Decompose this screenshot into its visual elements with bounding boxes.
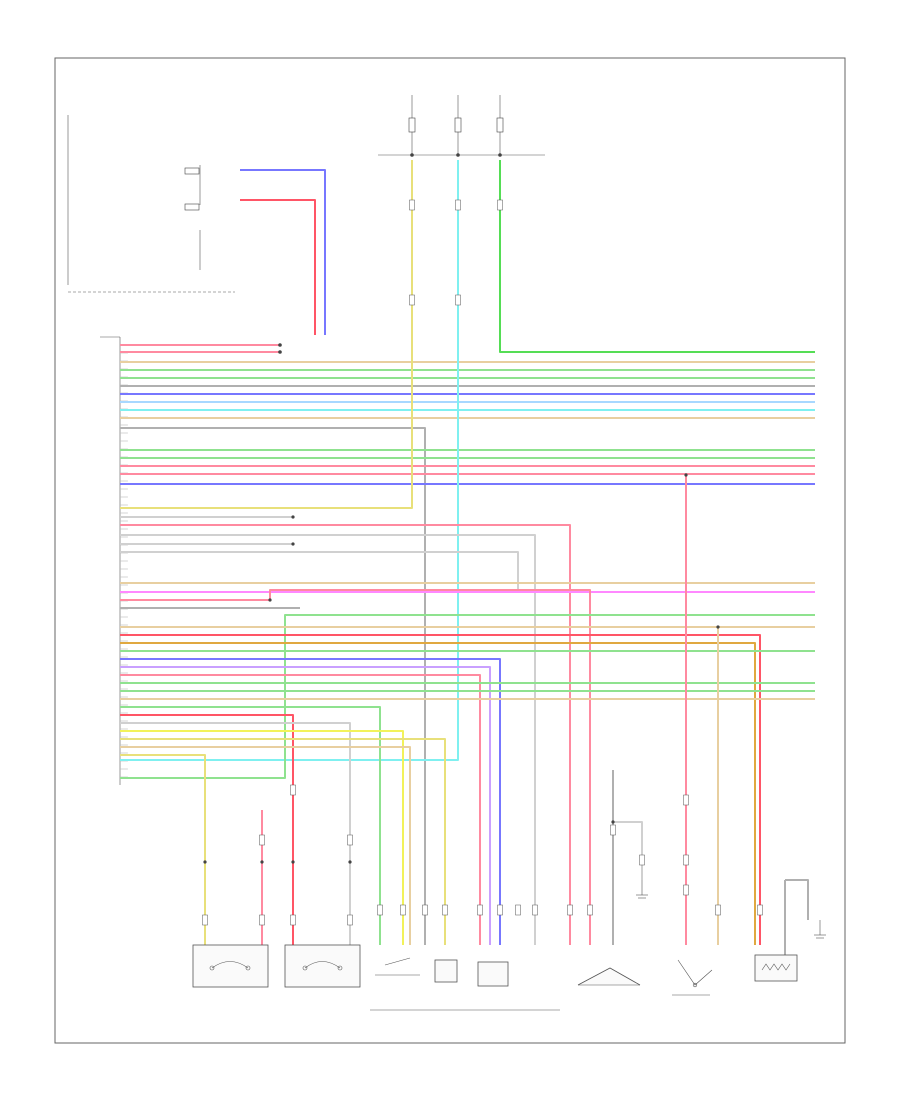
- component-module-box: [477, 961, 509, 987]
- inline-connector: [422, 904, 428, 916]
- wire-green-bright: [499, 160, 815, 353]
- inline-connector: [455, 199, 461, 211]
- inline-connector: [683, 884, 689, 896]
- ecm-connector-block: [100, 336, 128, 785]
- inline-connector: [757, 904, 763, 916]
- wire-green: [120, 706, 381, 945]
- wire-yellow: [120, 160, 413, 509]
- fuse-block: [378, 95, 545, 156]
- inline-connector: [683, 794, 689, 806]
- wire-light-gray: [120, 551, 519, 590]
- wire-orange: [120, 642, 756, 945]
- component-sensor-2: [284, 944, 361, 988]
- inline-connector: [400, 904, 406, 916]
- wire-light-gray: [613, 821, 643, 880]
- component-resistor-unit: [754, 954, 798, 982]
- diagram-frame: [54, 57, 846, 1044]
- wire-pink: [120, 589, 591, 945]
- wire-pink: [120, 674, 481, 945]
- wires: [120, 160, 815, 955]
- ground-2: [814, 920, 826, 939]
- inline-connector: [442, 904, 448, 916]
- inline-connector: [455, 294, 461, 306]
- wire-green: [120, 614, 815, 779]
- wire-violet: [120, 666, 491, 945]
- wire-yellow: [120, 738, 446, 945]
- inline-connector: [567, 904, 573, 916]
- inline-connector: [477, 904, 483, 916]
- inline-connector: [610, 824, 616, 836]
- inline-connector: [290, 784, 296, 796]
- wire-blue: [240, 169, 326, 335]
- wire-light-gray: [120, 534, 536, 945]
- fuse-3: [496, 95, 504, 155]
- wire-blue: [120, 658, 501, 945]
- inline-connector: [497, 904, 503, 916]
- inline-connector: [259, 834, 265, 846]
- wire-gray: [120, 427, 426, 945]
- inline-connector: [347, 914, 353, 926]
- inline-connector: [515, 904, 521, 916]
- wire-red: [120, 714, 294, 945]
- wire-yellow-bright: [120, 730, 404, 945]
- fuse-1: [408, 95, 416, 155]
- wire-light-gray: [120, 722, 351, 945]
- fuse-2: [454, 95, 462, 155]
- component-position-switch: [672, 959, 713, 996]
- inline-connector: [377, 904, 383, 916]
- component-actuator: [577, 967, 641, 986]
- inline-connector: [409, 294, 415, 306]
- inline-connector: [683, 854, 689, 866]
- inline-connector: [202, 914, 208, 926]
- ground-1: [636, 880, 648, 899]
- wire-red: [240, 199, 316, 335]
- inline-connector: [532, 904, 538, 916]
- top-left-switch-area: [67, 115, 235, 293]
- inline-connectors: [202, 199, 763, 926]
- wire-red: [120, 634, 761, 945]
- wire-yellow: [120, 754, 206, 945]
- component-sensor-1: [192, 944, 269, 988]
- wire-tan: [120, 746, 411, 945]
- inline-connector: [347, 834, 353, 846]
- wire-gray: [785, 879, 809, 920]
- inline-connector: [290, 914, 296, 926]
- inline-connector: [715, 904, 721, 916]
- inline-connector: [259, 914, 265, 926]
- inline-connector: [409, 199, 415, 211]
- wire-cyan: [120, 160, 459, 761]
- inline-connector: [497, 199, 503, 211]
- component-switch-unit: [375, 957, 458, 983]
- wire-pink: [120, 524, 571, 945]
- splice-points: [203, 153, 720, 864]
- inline-connector: [587, 904, 593, 916]
- inline-connector: [639, 854, 645, 866]
